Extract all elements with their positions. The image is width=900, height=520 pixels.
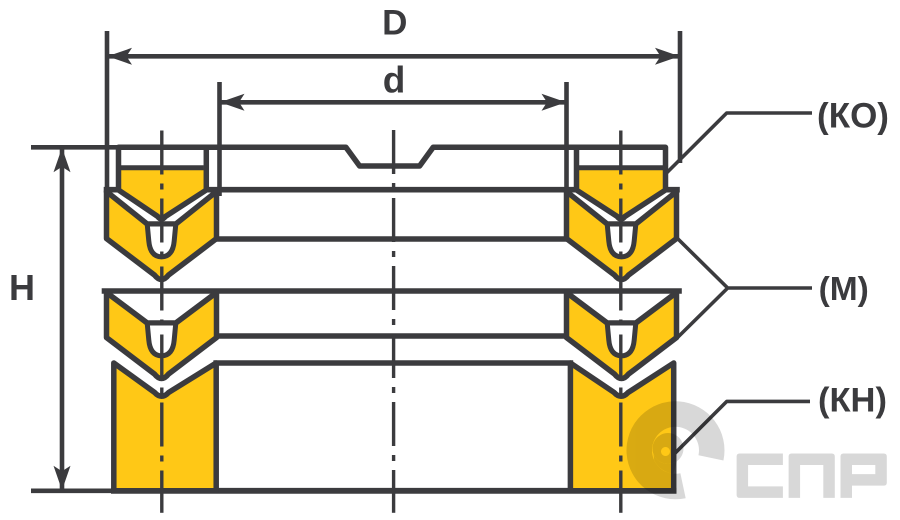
svg-text:D: D [382,4,407,43]
svg-text:(КН): (КН) [818,381,887,419]
svg-text:H: H [9,267,35,308]
svg-text:d: d [383,59,406,100]
svg-text:(М): (М) [819,271,869,308]
svg-text:(КО): (КО) [817,97,889,136]
